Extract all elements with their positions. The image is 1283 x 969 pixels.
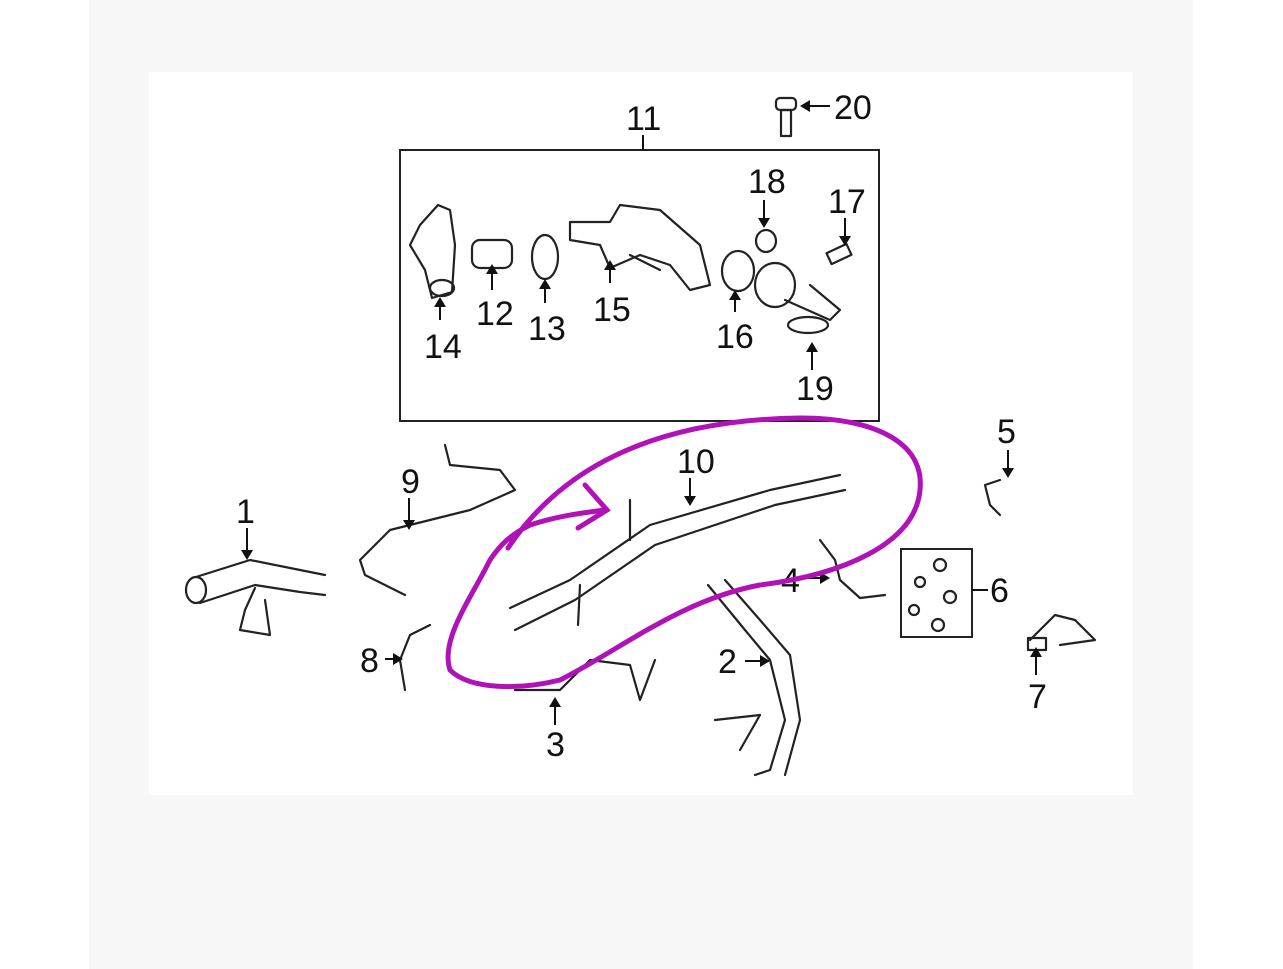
part-14-housing: [408, 203, 457, 300]
hand-drawn-annotation: [445, 415, 923, 689]
callout-7: 7: [1028, 678, 1047, 716]
part-16-seal: [720, 249, 756, 293]
part-3-hose: [513, 658, 657, 702]
part-20-bolt: [774, 96, 798, 138]
part-10-tubes: [508, 473, 847, 632]
part-2-hose: [706, 578, 802, 777]
part-13-seal: [530, 233, 560, 281]
callout-3: 3: [546, 726, 565, 764]
callout-5: 5: [997, 413, 1016, 451]
assembly-box-11: [399, 149, 880, 422]
callout-13: 13: [528, 310, 566, 348]
parts-diagram-image: [149, 72, 1133, 795]
annotation-loop: [445, 415, 923, 689]
callout-14: 14: [424, 328, 462, 366]
callout-11: 11: [626, 100, 661, 138]
callout-20: 20: [834, 89, 872, 127]
annotation-arrowhead: [575, 482, 611, 531]
part-19-cap: [786, 315, 830, 335]
callout-18: 18: [748, 163, 786, 201]
callout-6: 6: [990, 572, 1009, 610]
part-4-hose: [818, 538, 887, 600]
part-15-outlet: [568, 203, 712, 292]
part-18-seal: [754, 228, 778, 254]
callout-8: 8: [360, 642, 379, 680]
part-12-thermostat: [470, 238, 514, 270]
part-9-hose: [358, 443, 517, 597]
callout-19: 19: [796, 370, 834, 408]
part-8-hose: [398, 623, 432, 692]
part-flange: [753, 261, 842, 322]
callout-9: 9: [401, 463, 420, 501]
part-7-hose: [1026, 613, 1097, 652]
callout-10: 10: [677, 443, 715, 481]
callout-2: 2: [718, 643, 737, 681]
part-1-hose: [184, 558, 327, 637]
callout-1: 1: [236, 493, 255, 531]
callout-15: 15: [593, 291, 631, 329]
callout-12: 12: [476, 295, 514, 333]
callout-arrows: [241, 100, 1042, 725]
part-5-hose: [983, 478, 1002, 517]
callout-17: 17: [828, 183, 866, 221]
callout-16: 16: [716, 318, 754, 356]
part-17-sensor: [825, 242, 853, 266]
part-6-clamp-kit: [900, 548, 988, 638]
